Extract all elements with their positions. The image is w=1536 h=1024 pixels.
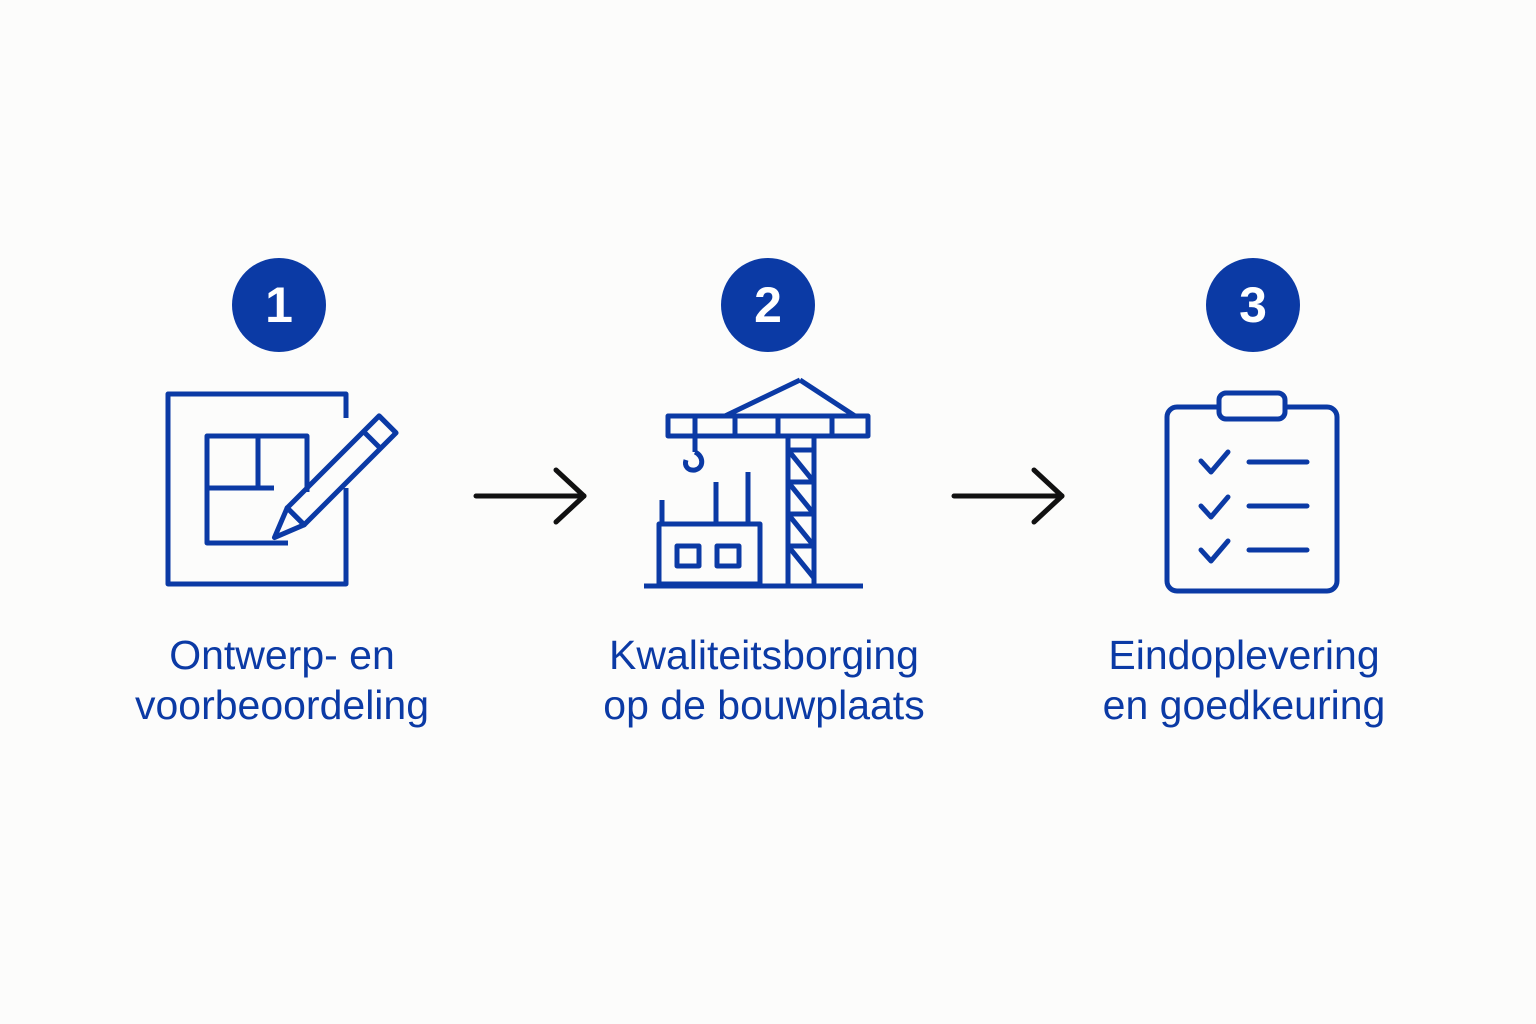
step-2-label-line-2: op de bouwplaats	[603, 682, 925, 728]
blueprint-pencil-icon	[165, 391, 399, 587]
step-2-number-badge: 2	[721, 258, 815, 352]
step-3-label-line-2: en goedkeuring	[1102, 682, 1386, 728]
step-3-label: Eindoplevering en goedkeuring	[1024, 630, 1464, 730]
arrow-right-icon	[951, 467, 1065, 525]
step-1-label: Ontwerp- en voorbeoordeling	[62, 630, 502, 730]
clipboard-checklist-icon	[1164, 390, 1340, 594]
step-1-number-badge: 1	[232, 258, 326, 352]
construction-crane-icon	[644, 377, 871, 589]
step-2-label: Kwaliteitsborging op de bouwplaats	[544, 630, 984, 730]
step-3-number-badge: 3	[1206, 258, 1300, 352]
step-1-label-line-2: voorbeoordeling	[134, 682, 430, 728]
step-1-label-line-1: Ontwerp- en	[169, 632, 395, 678]
step-3-label-line-1: Eindoplevering	[1108, 632, 1380, 678]
step-2-label-line-1: Kwaliteitsborging	[609, 632, 919, 678]
arrow-right-icon	[473, 467, 587, 525]
